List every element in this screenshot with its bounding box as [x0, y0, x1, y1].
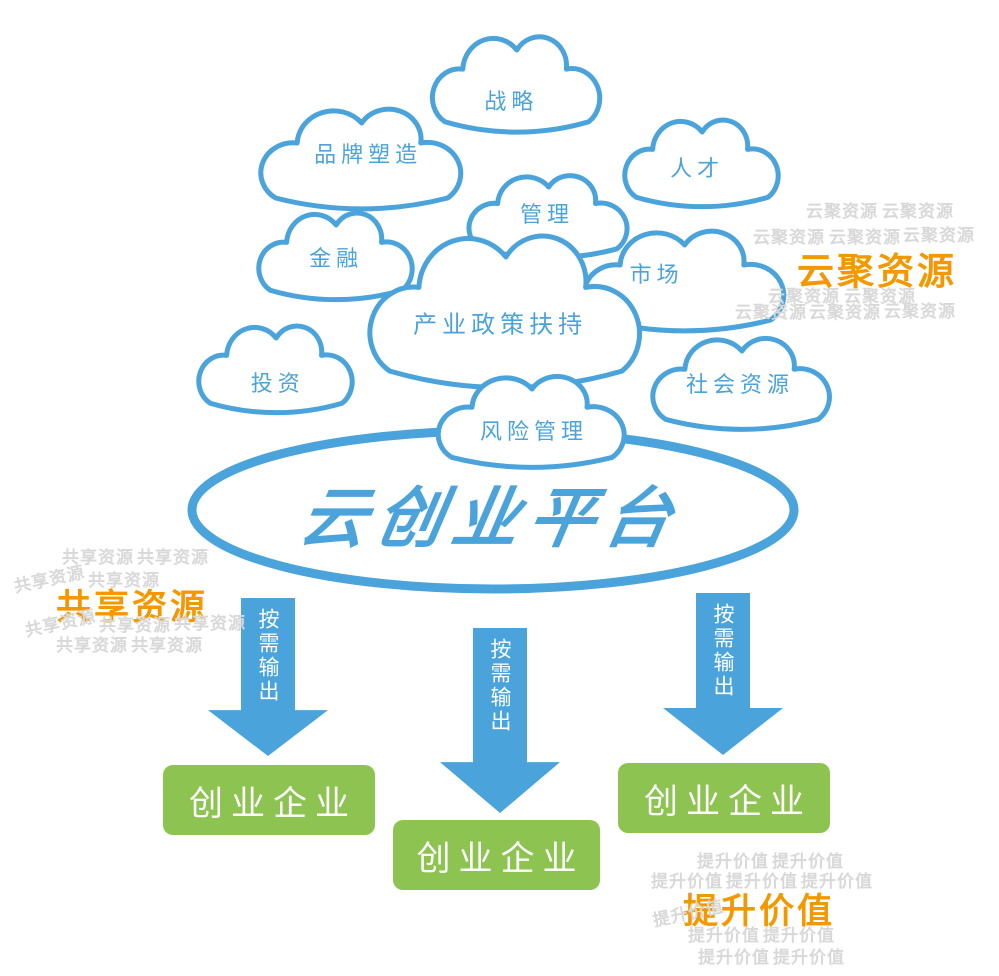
enterprise-box-left: 创业企业 — [163, 765, 375, 835]
watermark-gather: 云聚资源 — [735, 303, 807, 323]
watermark-value: 提升价值 — [773, 948, 845, 968]
arrow-middle-label: 按需输出 — [488, 638, 512, 734]
watermark-gather: 云聚资源 — [809, 303, 881, 323]
arrow-right-shape — [663, 593, 783, 755]
cloud-management-label: 管理 — [519, 202, 575, 228]
watermark-share: 共享资源 — [137, 548, 209, 568]
watermark-value: 提升价值 — [651, 872, 723, 892]
watermark-share: 共享资源 — [88, 571, 160, 591]
watermark-gather: 云聚资源 — [753, 228, 825, 248]
accent-gather-resources: 云聚资源 — [797, 250, 957, 293]
arrow-left-on-demand-output: 按需输出 — [208, 598, 328, 756]
cloud-finance: 金融 — [252, 205, 417, 305]
cloud-policy-support-label: 产业政策扶持 — [413, 310, 588, 339]
watermark-value: 提升价值 — [801, 872, 873, 892]
cloud-policy-support: 产业政策扶持 — [358, 222, 648, 397]
cloud-risk-management-label: 风险管理 — [479, 419, 589, 445]
accent-boost-value: 提升价值 — [683, 892, 836, 932]
watermark-share: 共享资源 — [56, 636, 128, 656]
watermark-gather: 云聚资源 — [884, 302, 956, 322]
watermark-gather: 云聚资源 — [829, 228, 901, 248]
cloud-brand-building: 品牌塑造 — [252, 100, 467, 215]
cloud-investment: 投资 — [192, 318, 357, 418]
cloud-finance-label: 金融 — [309, 247, 364, 272]
watermark-value: 提升价值 — [726, 872, 798, 892]
cloud-brand-building-label: 品牌塑造 — [314, 142, 423, 168]
arrow-middle-shape — [440, 628, 560, 813]
watermark-value: 提升价值 — [763, 926, 835, 946]
cloud-talent: 人才 — [618, 112, 783, 212]
cloud-investment-label: 投资 — [250, 372, 305, 397]
arrow-middle-on-demand-output: 按需输出 — [440, 628, 560, 813]
cloud-market-label: 市场 — [629, 262, 684, 288]
enterprise-box-right: 创业企业 — [618, 763, 830, 833]
cloud-risk-management: 风险管理 — [430, 368, 630, 473]
arrow-right-on-demand-output: 按需输出 — [663, 593, 783, 755]
platform-title: 云创业平台 — [294, 480, 688, 557]
cloud-strategy-label: 战略 — [484, 89, 539, 115]
cloud-market: 市场 — [575, 222, 790, 337]
cloud-management: 管理 — [462, 168, 632, 263]
watermark-value: 提升价值 — [698, 948, 770, 968]
watermark-value: 提升价值 — [688, 926, 760, 946]
enterprise-box-middle: 创业企业 — [393, 820, 600, 890]
arrow-right-label: 按需输出 — [711, 603, 735, 699]
cloud-social-resources-label: 社会资源 — [685, 372, 795, 398]
watermark-gather: 云聚资源 — [806, 202, 878, 222]
watermark-value: 提升价值 — [697, 852, 769, 872]
cloud-social-resources: 社会资源 — [645, 330, 835, 435]
cloud-strategy: 战略 — [425, 28, 605, 138]
cloud-talent-label: 人才 — [670, 157, 725, 182]
arrow-left-shape — [208, 598, 328, 756]
watermark-share: 共享资源 — [99, 616, 171, 636]
watermark-gather: 云聚资源 — [768, 287, 840, 307]
watermark-share: 共享资源 — [174, 614, 246, 634]
arrow-left-label: 按需输出 — [256, 608, 280, 704]
watermark-value: 提升价值 — [772, 852, 844, 872]
watermark-gather: 云聚资源 — [844, 287, 916, 307]
accent-share-resources: 共享资源 — [56, 588, 209, 628]
watermark-share: 共享资源 — [131, 636, 203, 656]
watermark-gather: 云聚资源 — [882, 202, 954, 222]
watermark-share: 共享资源 — [62, 548, 134, 568]
watermark-gather: 云聚资源 — [903, 226, 975, 246]
